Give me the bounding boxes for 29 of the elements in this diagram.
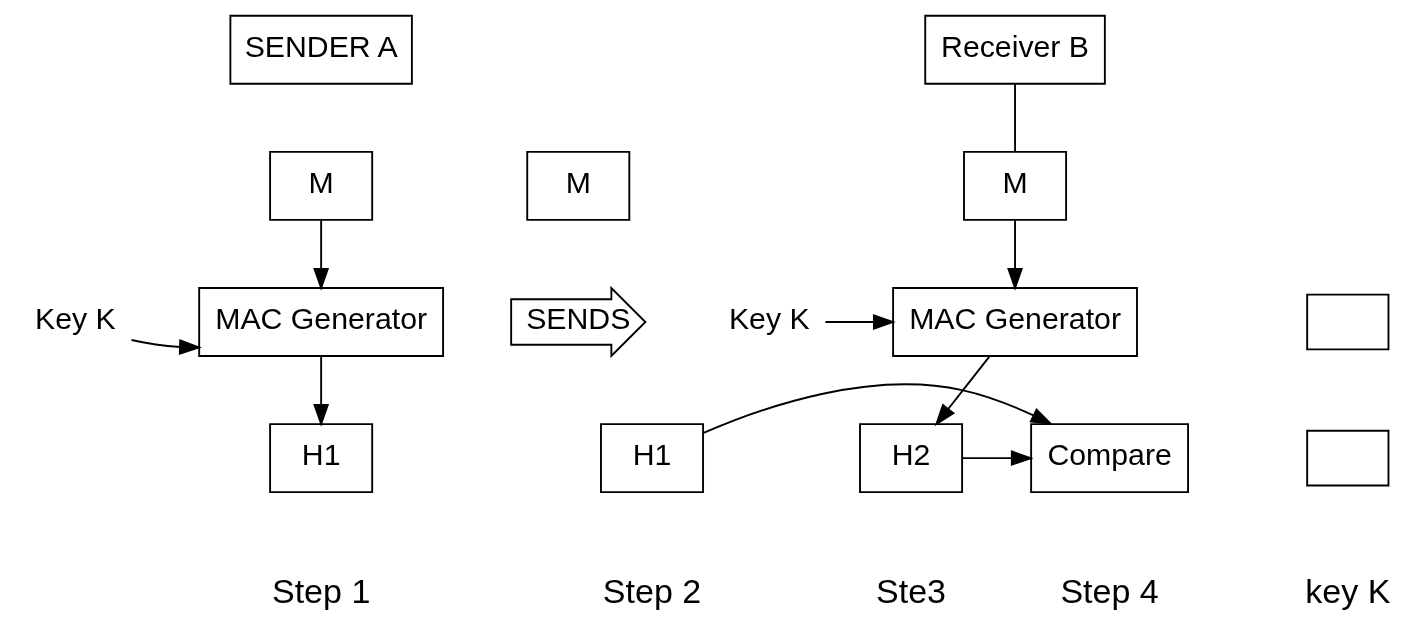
connector: [1014, 83, 1016, 153]
node-box: M: [526, 150, 631, 221]
arrow: [702, 383, 1054, 434]
node-text: Key K: [34, 302, 116, 336]
arrow: [313, 355, 330, 427]
label: Step 1: [271, 571, 371, 610]
node-box: H1: [600, 423, 704, 494]
node-box: Compare: [1030, 423, 1189, 494]
node-text: Key K: [728, 302, 810, 336]
node-box: [1306, 293, 1390, 351]
node-box: M: [269, 150, 374, 221]
arrow: [961, 450, 1034, 467]
node-box: M: [963, 150, 1068, 221]
label: Step 4: [1060, 571, 1159, 610]
node-box: SENDER A: [229, 14, 413, 85]
node-box: H1: [269, 423, 374, 494]
node-box: [1306, 429, 1390, 487]
arrow: [824, 314, 896, 330]
arrow: [130, 338, 202, 355]
node-box: Receiver B: [924, 14, 1106, 85]
node-box: MAC Generator: [198, 287, 445, 357]
label: Ste3: [876, 571, 947, 610]
label: Step 2: [602, 571, 702, 610]
arrow: [313, 219, 330, 291]
node-box: H2: [859, 423, 964, 494]
label: key K: [1305, 571, 1391, 610]
arrow: [934, 355, 991, 427]
arrow: [1007, 219, 1023, 291]
node-box: MAC Generator: [892, 287, 1138, 357]
